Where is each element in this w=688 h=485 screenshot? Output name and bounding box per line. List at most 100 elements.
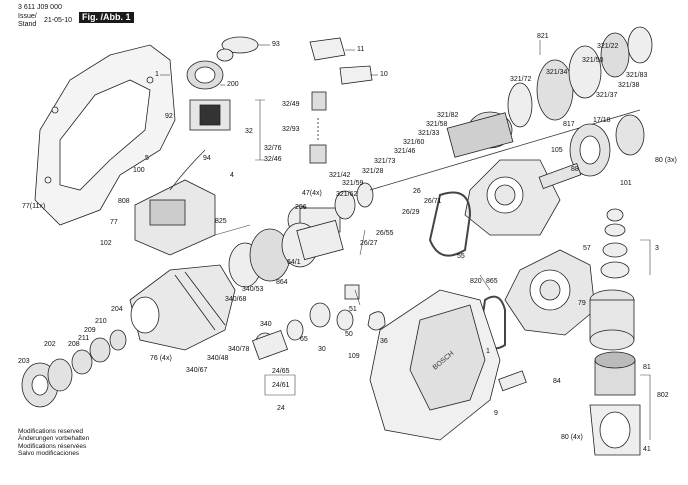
part-label: 321/42 [329,172,351,179]
part-label: 84 [553,378,561,385]
part-label: 100 [133,167,145,174]
part-label: 26/27 [360,240,378,247]
part-label: 200 [227,81,239,88]
part-label: 321/83 [626,72,648,79]
part-label: 94 [203,155,211,162]
stand-label: Stand [18,21,37,28]
part-label: 10 [380,71,388,78]
part-label: 64/1 [287,259,301,266]
part-label: 30 [318,346,326,353]
bevel-gear [538,114,645,189]
part-label: 321/33 [418,130,440,137]
part-label: 321/28 [362,168,384,175]
switch-module [134,149,216,256]
footer-line: Salvo modificaciones [18,450,80,458]
part-label: 820 [470,278,482,285]
right-small-parts [498,208,630,392]
issue-date: 21-05-10 [44,17,73,24]
part-label: 321/60 [403,139,425,146]
part-label: 340/48 [207,355,229,362]
part-label: 101 [620,180,632,187]
part-label: 340/67 [186,367,208,374]
part-label: 321/58 [426,121,448,128]
part-label: 47(4x) [302,190,322,197]
part-label: 79 [578,300,586,307]
part-label: 32/46 [264,156,282,163]
part-label: 24/61 [272,382,290,389]
footer-line: Modifications reserved [18,428,84,435]
part-label: 321/38 [618,82,640,89]
figure-label: Fig. /Abb. 1 [79,12,134,23]
part-label: 32/93 [282,126,300,133]
part-label: 321/22 [597,43,619,50]
part-label: 3 [655,245,659,252]
part-label: 321/73 [374,158,396,165]
part-label: 80 (4x) [561,434,583,441]
part-label: 32/76 [264,145,282,152]
part-label: 5 [145,155,149,162]
hammer-tube [228,219,344,288]
part-label: 77(11x) [22,203,46,210]
tool-holder [21,329,127,408]
armature-shaft [369,26,653,191]
part-label: 105 [551,147,563,154]
part-label: 340/53 [242,286,264,293]
housing-half-left [34,44,176,226]
part-label: 26/29 [402,209,420,216]
part-label: 340/78 [228,346,250,353]
part-label: 32 [245,128,253,135]
part-label: 321/37 [596,92,618,99]
part-label: 9 [494,410,498,417]
front-housing [129,264,236,351]
part-label: 817 [563,121,575,128]
doc-number: 3 611 J09 000 [18,4,62,11]
part-label: 202 [44,341,56,348]
part-label: 24/65 [272,368,290,375]
part-label: 208 [68,341,80,348]
gasket-55 [428,191,472,257]
motor-housing: BOSCH [369,289,501,441]
part-label: 26/71 [424,198,442,205]
part-label: 340/68 [225,296,247,303]
footer-notes: Modifications reserved Änderungen vorbeh… [18,428,89,458]
part-label: 203 [18,358,30,365]
part-label: 57 [583,245,591,252]
motor-unit [589,351,641,456]
part-label: 808 [118,198,130,205]
part-label: 24 [277,405,285,412]
part-label: 321/34 [546,69,568,76]
part-label: 321/82 [437,112,459,119]
part-label: 321/46 [394,148,416,155]
part-label: 321/59 [342,180,364,187]
part-label: 321/50 [582,57,604,64]
part-label: 32/49 [282,101,300,108]
part-label: 102 [100,240,112,247]
motor-stator [589,289,635,351]
part-label: 865 [486,278,498,285]
part-label: 864 [276,279,288,286]
label-plates [309,37,373,85]
part-label: 93 [272,41,280,48]
part-label: 802 [657,392,669,399]
part-label: 26 [413,188,421,195]
gear-shaft-93 [216,36,259,62]
part-label: 211 [78,335,90,342]
small-parts-mid [309,284,386,331]
part-label: 204 [111,306,123,313]
issue-label: Issue/ [18,13,37,20]
part-label: 50 [345,331,353,338]
part-label: 77 [110,219,118,226]
part-label: 41 [643,446,651,453]
part-label: 81 [643,364,651,371]
part-label: 92 [165,113,173,120]
leader-lines [160,40,651,440]
part-label: 51 [349,306,357,313]
part-label: 55 [457,253,465,260]
part-label: 210 [95,318,107,325]
part-label: 11 [357,46,365,53]
striker [251,319,304,361]
part-label: 17/18 [593,117,611,124]
part-label: 76 (4x) [150,355,172,362]
